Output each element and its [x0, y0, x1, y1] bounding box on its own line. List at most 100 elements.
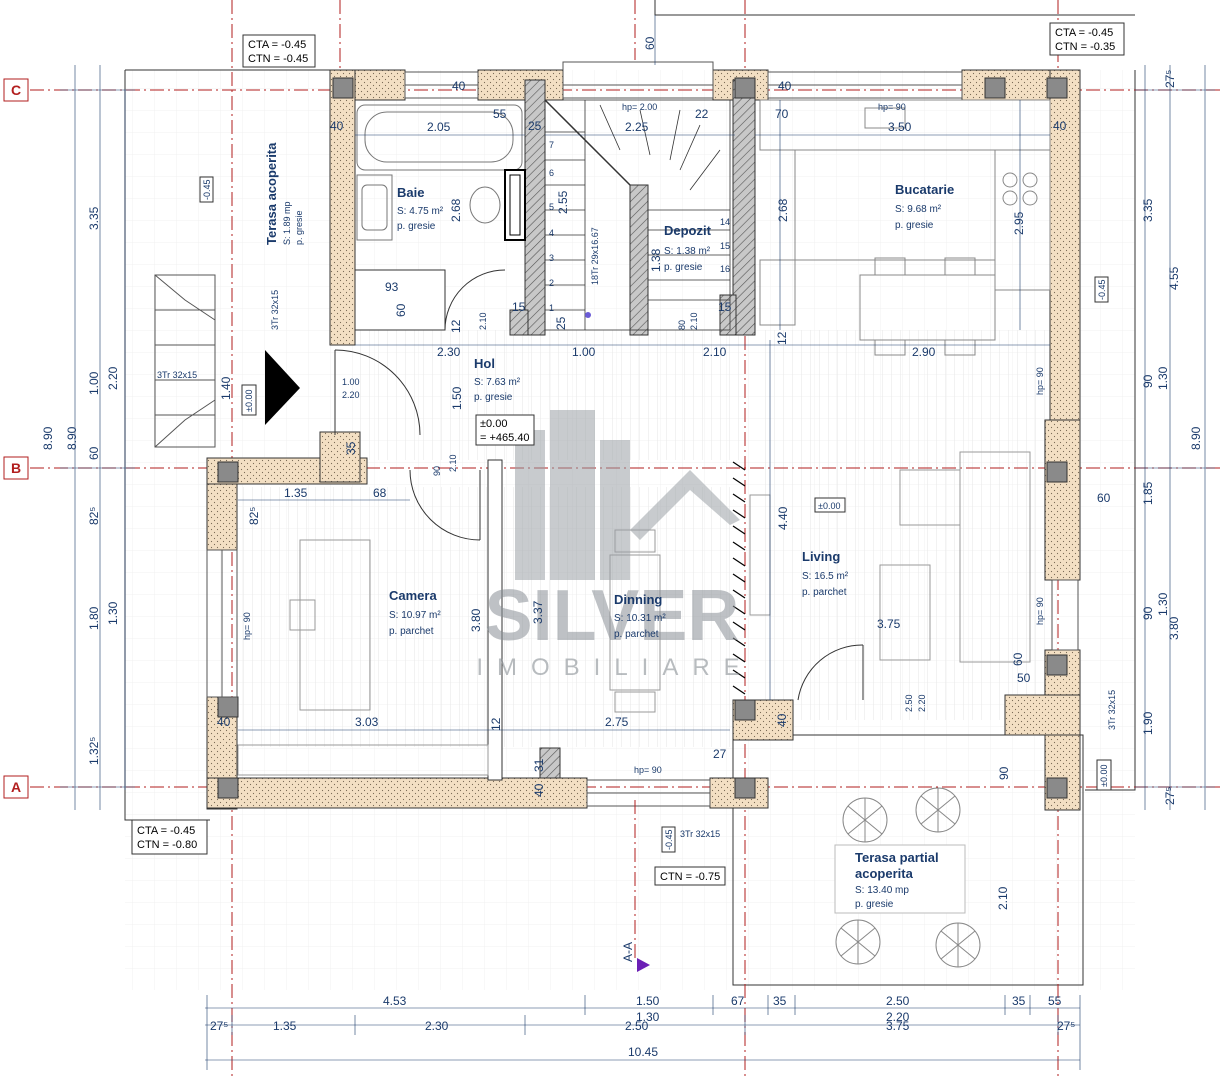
svg-text:-0.45: -0.45 — [202, 179, 212, 200]
room-area: S: 1.89 mp — [282, 201, 292, 245]
svg-text:60: 60 — [87, 446, 101, 460]
svg-text:1.90: 1.90 — [1141, 711, 1155, 735]
left-dimension-labels: 3.35 1.00 2.20 60 82⁵ 1.80 1.30 1.32⁵ 8.… — [41, 206, 120, 765]
svg-text:1.30: 1.30 — [1156, 366, 1170, 390]
svg-text:A: A — [11, 779, 21, 795]
room-floor: p. parchet — [802, 587, 847, 598]
svg-text:C: C — [11, 82, 21, 98]
svg-text:2.68: 2.68 — [776, 198, 790, 222]
sliding-door — [732, 461, 746, 695]
svg-text:27: 27 — [713, 747, 727, 761]
svg-text:CTN = -0.35: CTN = -0.35 — [1055, 41, 1115, 53]
svg-text:16: 16 — [720, 264, 730, 274]
svg-text:82⁵: 82⁵ — [247, 507, 261, 525]
svg-text:8.90: 8.90 — [41, 426, 55, 450]
svg-text:2.30: 2.30 — [425, 1019, 449, 1033]
svg-text:= +465.40: = +465.40 — [480, 432, 530, 444]
bathtub — [356, 104, 523, 171]
svg-text:1.00: 1.00 — [87, 371, 101, 395]
left-dimension-lines — [60, 65, 135, 810]
svg-text:40: 40 — [330, 119, 344, 133]
steps-label-bottom: 3Tr 32x15 — [680, 829, 720, 839]
room-depozit: Depozit S: 1.38 m² p. gresie — [664, 223, 712, 273]
level-tag-right: -0.45 — [1094, 276, 1109, 303]
svg-text:±0.00: ±0.00 — [1099, 765, 1109, 787]
svg-text:B: B — [11, 460, 21, 476]
room-floor: p. gresie — [474, 392, 513, 403]
svg-text:12: 12 — [775, 331, 789, 345]
svg-text:-0.45: -0.45 — [664, 829, 674, 850]
room-name: Terasa acoperita — [264, 142, 279, 245]
svg-text:40: 40 — [778, 79, 792, 93]
svg-text:4: 4 — [549, 228, 554, 238]
svg-text:CTN = -0.45: CTN = -0.45 — [248, 53, 308, 65]
room-area: S: 13.40 mp — [855, 885, 909, 896]
interior-dimensions — [238, 100, 1050, 731]
room-name: Depozit — [664, 223, 712, 238]
svg-text:2.20: 2.20 — [917, 694, 927, 712]
svg-text:-0.45: -0.45 — [1097, 279, 1107, 300]
room-living: Living S: 16.5 m² p. parchet — [802, 549, 849, 598]
svg-text:1.30: 1.30 — [106, 601, 120, 625]
steps-label-left: 3Tr 32x15 — [270, 290, 280, 330]
svg-text:4.55: 4.55 — [1167, 266, 1181, 290]
room-area: S: 16.5 m² — [802, 571, 849, 582]
axis-label-a: A — [3, 775, 29, 799]
svg-text:1.85: 1.85 — [1141, 481, 1155, 505]
svg-text:40: 40 — [217, 715, 231, 729]
svg-text:CTN = -0.75: CTN = -0.75 — [660, 871, 720, 883]
svg-text:27⁵: 27⁵ — [1163, 70, 1177, 88]
svg-text:3.35: 3.35 — [87, 206, 101, 230]
room-name: Camera — [389, 588, 437, 603]
svg-text:CTA = -0.45: CTA = -0.45 — [1055, 27, 1113, 39]
svg-text:14: 14 — [720, 217, 730, 227]
watermark-brand: SILVER — [485, 576, 740, 656]
svg-text:5: 5 — [549, 202, 554, 212]
right-dimension-lines — [1135, 65, 1215, 810]
entrance-arrow — [265, 350, 300, 425]
svg-text:2.20: 2.20 — [886, 1010, 910, 1024]
top-dimension: 60 — [643, 15, 657, 65]
svg-text:2.50: 2.50 — [886, 994, 910, 1008]
svg-text:2.10: 2.10 — [478, 312, 488, 330]
stair-label: 18Tr 29x16.67 — [590, 227, 600, 285]
svg-text:2.68: 2.68 — [449, 198, 463, 222]
svg-text:3.37: 3.37 — [531, 600, 545, 624]
svg-text:3.80: 3.80 — [469, 608, 483, 632]
svg-text:90: 90 — [1141, 606, 1155, 620]
svg-text:CTA = -0.45: CTA = -0.45 — [137, 825, 195, 837]
svg-text:1.00: 1.00 — [572, 345, 596, 359]
room-bucatarie: Bucatarie S: 9.68 m² p. gresie — [895, 182, 954, 231]
svg-text:15: 15 — [512, 300, 526, 314]
svg-text:CTA = -0.45: CTA = -0.45 — [248, 39, 306, 51]
terrace-chairs — [835, 787, 981, 968]
room-name: Baie — [397, 185, 424, 200]
svg-text:3.80: 3.80 — [1167, 616, 1181, 640]
svg-text:1.30: 1.30 — [1156, 592, 1170, 616]
level-tag-right-terrace: ±0.00 — [1096, 759, 1112, 791]
kitchen-furniture — [759, 99, 1051, 356]
room-dinning: Dinning S: 10.31 m² p. parchet — [614, 592, 666, 640]
svg-text:3.03: 3.03 — [355, 715, 379, 729]
room-name-2: acoperita — [855, 866, 914, 881]
svg-text:40: 40 — [452, 79, 466, 93]
windows — [206, 61, 1079, 807]
svg-text:1.80: 1.80 — [87, 606, 101, 630]
svg-text:2.10: 2.10 — [448, 454, 458, 472]
floor-fills — [238, 330, 1050, 747]
right-dimension-labels: 27⁵ 3.35 4.55 90 1.30 1.85 90 1.30 3.80 … — [1141, 70, 1203, 805]
svg-text:3.75: 3.75 — [877, 617, 901, 631]
svg-text:1: 1 — [549, 303, 554, 313]
svg-text:2.50: 2.50 — [904, 694, 914, 712]
steps-label-hol: 3Tr 32x15 — [157, 370, 197, 380]
svg-text:40: 40 — [775, 713, 789, 727]
svg-text:3: 3 — [549, 253, 554, 263]
svg-text:2.20: 2.20 — [342, 390, 360, 400]
axis-label-b: B — [3, 456, 29, 480]
svg-text:3.75: 3.75 — [886, 1019, 910, 1033]
svg-text:93: 93 — [385, 280, 399, 294]
svg-text:40: 40 — [1053, 119, 1067, 133]
svg-text:10.45: 10.45 — [628, 1045, 658, 1059]
hp-label-stairs: hp= 2.00 — [622, 102, 657, 112]
